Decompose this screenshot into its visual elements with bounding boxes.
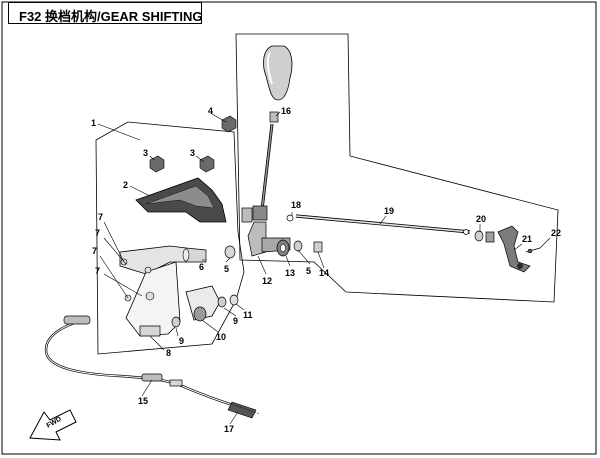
callout-3: 3 <box>190 148 195 158</box>
callout-1: 1 <box>91 118 96 128</box>
callout-20: 20 <box>476 214 486 224</box>
bolts-and-nuts <box>149 115 237 173</box>
shift-cable <box>44 315 261 419</box>
callout-10: 10 <box>216 332 226 342</box>
callout-5: 5 <box>306 266 311 276</box>
callout-11: 11 <box>243 310 253 320</box>
callout-7: 7 <box>95 228 100 238</box>
callout-18: 18 <box>291 200 301 210</box>
title-box: F32 换档机构/GEAR SHIFTING <box>8 2 202 24</box>
callout-15: 15 <box>138 396 148 406</box>
bracket-group-outline <box>95 121 245 355</box>
callout-17: 17 <box>224 424 234 434</box>
callout-2: 2 <box>123 180 128 190</box>
shifter-bracket-frame <box>119 245 187 337</box>
upper-bracket-plate <box>135 177 253 223</box>
callout-21: 21 <box>522 234 532 244</box>
callout-7: 7 <box>92 246 97 256</box>
callout-14: 14 <box>319 268 329 278</box>
callout-9: 9 <box>233 316 238 326</box>
shift-arm-linkage <box>474 225 541 273</box>
callout-6: 6 <box>199 262 204 272</box>
forward-direction-arrow: FWD <box>29 409 77 441</box>
callout-22: 22 <box>551 228 561 238</box>
shifter-group-outline <box>235 33 559 303</box>
callout-13: 13 <box>285 268 295 278</box>
callout-7: 7 <box>98 212 103 222</box>
shift-rod <box>286 214 471 235</box>
callout-labels: 1 2 3 3 4 5 5 6 7 7 7 7 8 9 9 10 11 12 1… <box>91 106 561 434</box>
callout-3: 3 <box>143 148 148 158</box>
callout-19: 19 <box>384 206 394 216</box>
callout-4: 4 <box>208 106 213 116</box>
pins-and-washers <box>139 247 239 337</box>
callout-12: 12 <box>262 276 272 286</box>
leader-lines <box>97 111 551 425</box>
shift-lever-rod <box>247 123 291 257</box>
callout-9: 9 <box>179 336 184 346</box>
callout-16: 16 <box>281 106 291 116</box>
callout-8: 8 <box>166 348 171 358</box>
callout-7: 7 <box>95 266 100 276</box>
shift-knob <box>263 45 293 123</box>
pivot-bushings <box>224 239 323 259</box>
callout-5: 5 <box>224 264 229 274</box>
diagram-title: F32 换档机构/GEAR SHIFTING <box>19 9 203 24</box>
